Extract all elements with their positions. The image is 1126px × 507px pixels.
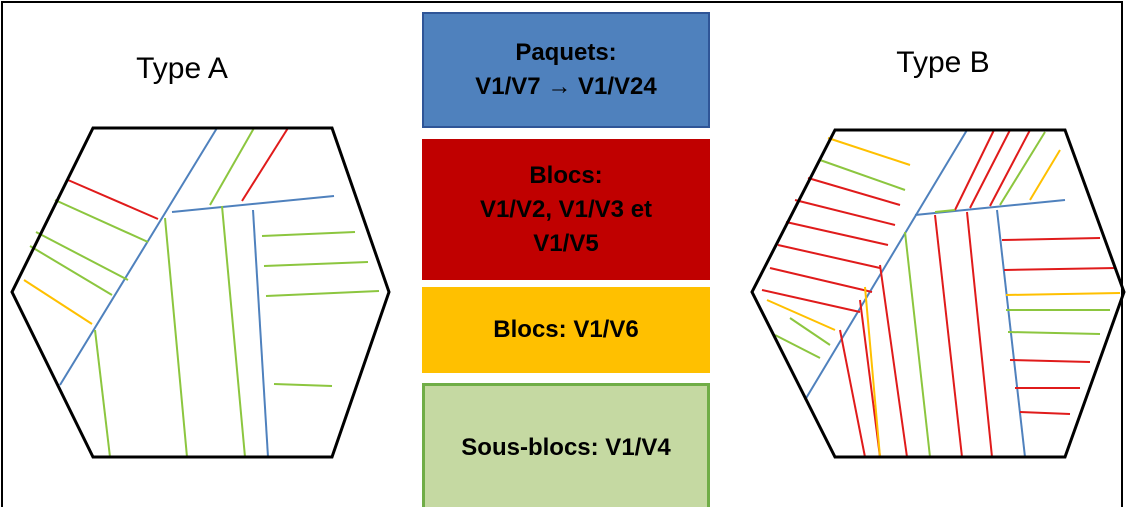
subblock-lath-green: [934, 209, 956, 213]
subblock-lath-green: [265, 290, 380, 297]
block-lath-yellow: [864, 286, 881, 458]
block-lath-red: [879, 264, 908, 458]
block-lath-red: [1009, 359, 1091, 363]
hexagon-outline: [10, 126, 391, 459]
block-lath-yellow: [827, 137, 911, 166]
subblock-lath-green: [1007, 331, 1101, 335]
legend-packets: Paquets: V1/V7 → V1/V24: [422, 12, 710, 128]
legend-subblocks: Sous-blocs: V1/V4: [422, 383, 710, 507]
packet-boundary: [171, 195, 335, 213]
subblock-lath-green: [221, 205, 246, 458]
subblock-lath-green: [54, 199, 149, 243]
type-b-title: Type B: [896, 46, 990, 79]
subblock-lath-green: [209, 127, 255, 206]
hexagon-outline: [750, 128, 1126, 459]
block-lath-red: [807, 177, 901, 206]
block-lath-red: [1019, 411, 1071, 415]
block-lath-red: [794, 199, 896, 226]
subblock-lath-green: [29, 245, 113, 296]
subblock-lath-green: [35, 231, 129, 281]
type-a-title: Type A: [136, 52, 228, 85]
block-lath-red: [761, 289, 861, 313]
subblock-lath-green: [789, 317, 831, 346]
block-lath-red: [1003, 267, 1117, 271]
block-lath-red: [241, 127, 289, 202]
packet-boundary: [252, 209, 269, 458]
block-lath-red: [1001, 237, 1101, 241]
legend-blocks-red: Blocs: V1/V2, V1/V3 et V1/V5: [422, 139, 710, 280]
subblock-lath-green: [261, 231, 356, 237]
block-lath-red: [954, 129, 995, 211]
block-lath-red: [769, 267, 873, 293]
subblock-lath-green: [904, 231, 931, 458]
block-lath-red: [67, 179, 159, 220]
block-lath-red: [969, 129, 1011, 209]
subblock-lath-green: [164, 217, 188, 458]
block-lath-yellow: [23, 279, 93, 325]
subblock-lath-green: [819, 159, 906, 191]
block-lath-red: [989, 129, 1031, 207]
subblock-lath-green: [273, 383, 333, 387]
block-lath-yellow: [1029, 149, 1061, 201]
legend-blocks-yellow: Blocs: V1/V6: [422, 287, 710, 373]
packet-boundary: [804, 129, 968, 401]
block-lath-red: [839, 329, 866, 458]
block-lath-red: [777, 244, 881, 269]
subblock-lath-green: [774, 334, 821, 359]
packet-boundary: [59, 127, 218, 386]
block-lath-red: [785, 221, 889, 246]
block-lath-yellow: [766, 299, 836, 331]
subblock-lath-green: [94, 329, 111, 458]
subblock-lath-green: [263, 261, 369, 267]
block-lath-yellow: [1005, 292, 1121, 296]
block-lath-red: [966, 211, 993, 458]
block-lath-red: [859, 299, 881, 458]
packet-boundary: [996, 209, 1026, 458]
block-lath-red: [934, 214, 963, 458]
subblock-lath-green: [999, 131, 1046, 206]
